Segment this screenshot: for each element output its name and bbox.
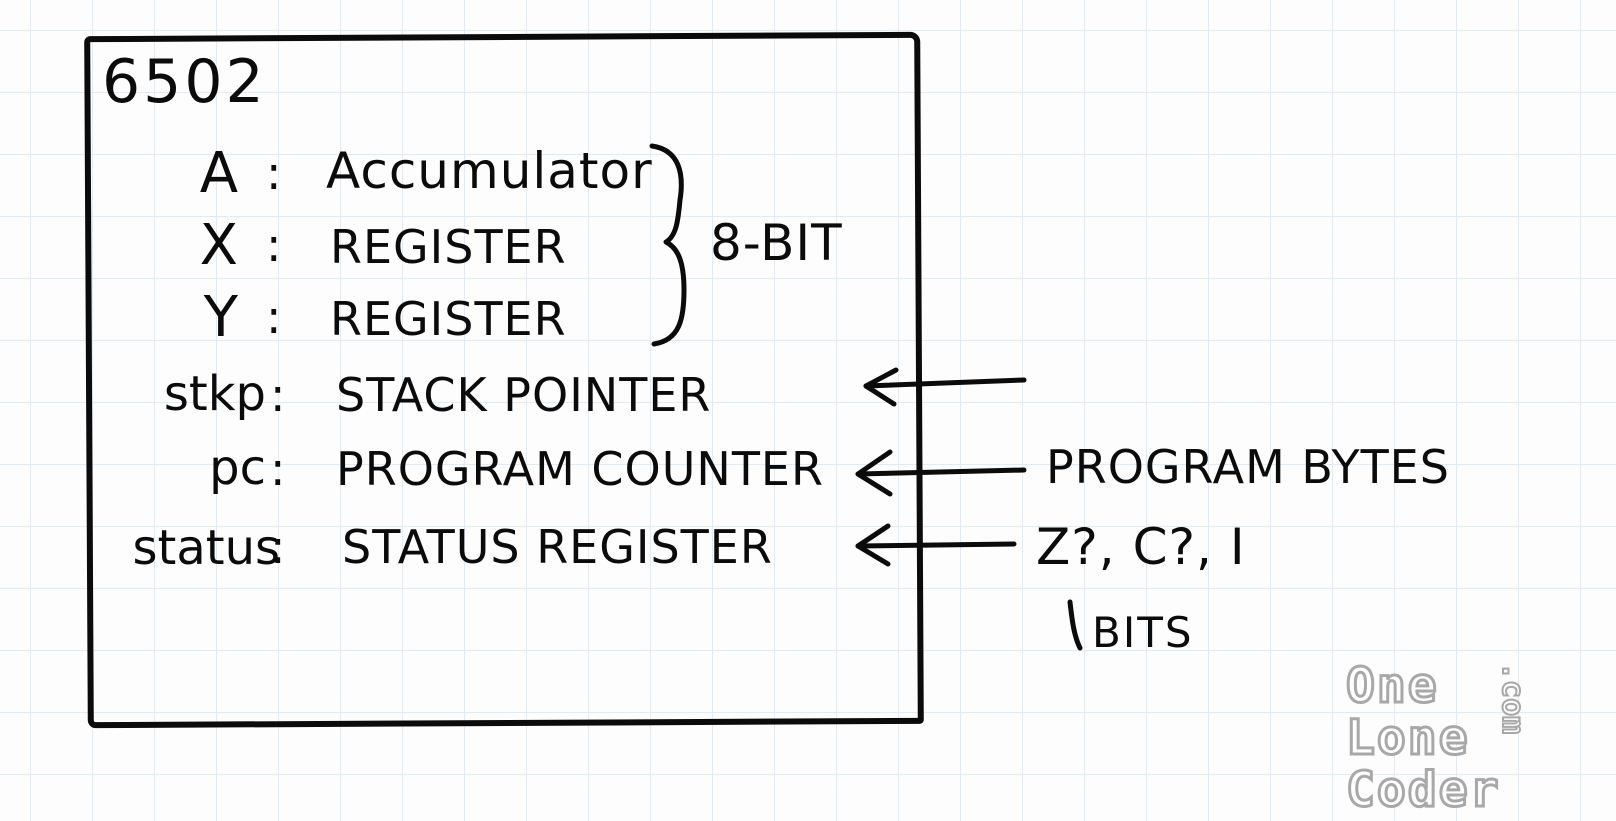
watermark-line-2: Lone bbox=[1345, 710, 1470, 766]
status-arrow-head bbox=[855, 523, 891, 567]
register-name-stkp: stkp bbox=[163, 366, 266, 422]
register-colon-a: : bbox=[266, 146, 282, 200]
brace-label: 8-BIT bbox=[710, 214, 843, 272]
register-desc-stkp: STACK POINTER bbox=[336, 368, 712, 422]
register-desc-x: REGISTER bbox=[330, 220, 567, 274]
register-colon-x: : bbox=[266, 218, 282, 272]
flags-bits-note: BITS bbox=[1092, 608, 1194, 657]
register-name-pc: pc bbox=[209, 440, 266, 496]
flags-label: Z?, C?, I bbox=[1036, 518, 1246, 576]
watermark-logo: One Lone Coder bbox=[1345, 658, 1546, 818]
watermark-suffix: .com bbox=[1494, 661, 1531, 735]
register-name-status: status bbox=[132, 520, 281, 576]
register-colon-pc: : bbox=[270, 442, 286, 496]
watermark-line-1: One bbox=[1345, 658, 1439, 714]
register-desc-pc: PROGRAM COUNTER bbox=[336, 442, 824, 496]
register-colon-status: : bbox=[270, 520, 286, 574]
cpu-title: 6502 bbox=[102, 47, 267, 117]
register-colon-y: : bbox=[266, 290, 282, 344]
pc-arrow-head bbox=[855, 449, 893, 497]
watermark-line-3: Coder bbox=[1345, 762, 1501, 818]
stkp-arrow-shaft bbox=[863, 377, 1027, 389]
register-name-y: Y bbox=[203, 285, 238, 350]
bits-tick bbox=[1067, 599, 1083, 651]
register-brace bbox=[649, 143, 687, 347]
register-desc-y: REGISTER bbox=[330, 292, 567, 346]
register-desc-a: Accumulator bbox=[326, 142, 653, 200]
program-bytes-label: PROGRAM BYTES bbox=[1046, 440, 1450, 494]
pc-arrow-shaft bbox=[855, 467, 1027, 477]
register-name-x: X bbox=[199, 213, 238, 278]
register-desc-status: STATUS REGISTER bbox=[342, 520, 773, 574]
register-colon-stkp: : bbox=[270, 368, 286, 422]
register-name-a: A bbox=[199, 141, 238, 206]
stkp-arrow-head bbox=[863, 367, 899, 407]
status-arrow-shaft bbox=[855, 541, 1017, 549]
